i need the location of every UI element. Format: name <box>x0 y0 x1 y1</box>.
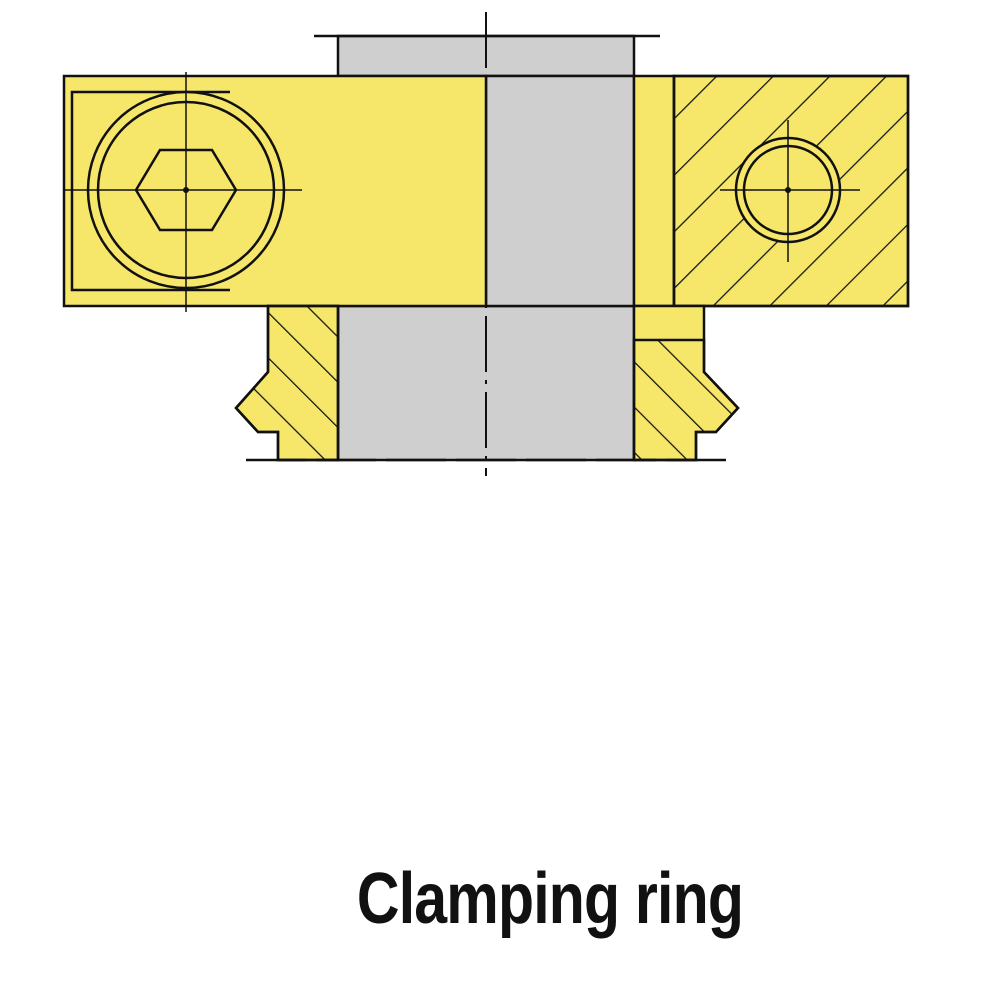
right-ring-lip <box>632 304 740 462</box>
left-ring-lip <box>234 304 340 462</box>
caption: Clamping ring <box>356 859 744 939</box>
socket-screw <box>64 72 302 312</box>
shaft-center <box>484 74 636 308</box>
right-clamp-body <box>632 74 910 308</box>
